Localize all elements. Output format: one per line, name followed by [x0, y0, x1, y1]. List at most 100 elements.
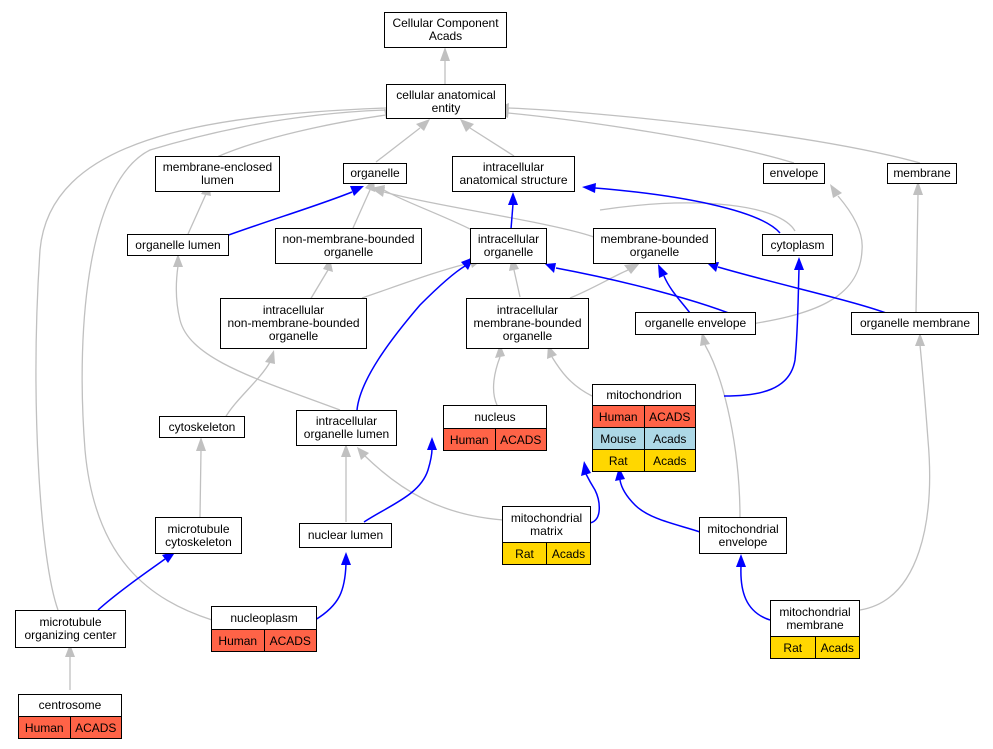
edge [599, 202, 796, 232]
edge [619, 479, 701, 533]
species-cell: Rat [608, 453, 628, 468]
node-label: organelle lumen [128, 235, 228, 255]
node-label-line: organelle envelope [644, 316, 747, 330]
edge [915, 193, 919, 314]
node-label: organelle envelope [636, 313, 755, 334]
edge [35, 107, 387, 611]
species-cell: Human [24, 720, 64, 735]
node-label-line: intracellular [496, 303, 559, 317]
node-label-line: anatomical structure [459, 173, 568, 187]
gene-cell: ACADS [263, 630, 317, 651]
species-cell: Mouse [600, 431, 637, 446]
edge [717, 266, 887, 314]
node-label-text: organelle envelope [645, 317, 746, 330]
node-label-text: mitochondrion [606, 388, 681, 402]
node-label: membrane [888, 164, 956, 183]
node-label-text: membrane [893, 167, 950, 180]
node-label-line: organelle [483, 245, 534, 259]
arrowhead [162, 551, 176, 563]
node-label-text: nuclear lumen [308, 529, 383, 542]
node-label: mitochondrion [593, 385, 695, 405]
species-cell: Human [598, 409, 638, 424]
node-membrane: membrane [887, 163, 957, 184]
node-label-text: centrosome [39, 699, 102, 712]
node-label-text: cytoplasm [770, 238, 824, 252]
arrowhead [416, 119, 430, 131]
arrowhead [736, 554, 746, 567]
edge [361, 262, 471, 299]
node-label-line: nuclear lumen [307, 528, 384, 542]
arrowhead [341, 444, 351, 457]
arrowhead [581, 461, 591, 476]
node-label: cytoskeleton [160, 417, 244, 437]
node-label-text: nucleus [474, 409, 516, 424]
edge [97, 558, 166, 611]
node-label: cytoplasm [763, 235, 832, 255]
edge [356, 265, 466, 411]
edge [510, 203, 514, 230]
node-label-line: membrane-bounded [600, 232, 709, 246]
node-label-line: organelle lumen [303, 427, 390, 441]
node-label-line: organelle membrane [859, 316, 971, 330]
species-cell: Human [218, 633, 258, 648]
node-label-line: organizing center [24, 628, 117, 642]
node-cytoplasm: cytoplasm [762, 234, 833, 256]
node-label-line: cellular anatomical [396, 87, 496, 102]
node-label-line: organelle [268, 329, 319, 343]
arrowhead [707, 262, 719, 272]
gray-edges [35, 60, 931, 690]
arrowhead [508, 192, 518, 205]
edge [309, 269, 329, 301]
node-label-line: mitochondrial [707, 521, 779, 536]
arrowhead [196, 437, 206, 451]
node-label-line: nucleoplasm [230, 610, 298, 625]
arrowhead [460, 119, 474, 132]
annotation-row: Human ACADS [593, 405, 695, 427]
node-label-line: nucleus [474, 409, 516, 424]
edge [224, 361, 271, 419]
gene-cell: Acads [546, 543, 590, 564]
node-label-line: Acads [428, 29, 463, 43]
species-cell: Human [449, 432, 489, 447]
blue-arrowheads [162, 183, 804, 567]
arrowhead [341, 552, 351, 565]
node-label: envelope [764, 164, 824, 183]
node-label-line: non-membrane-bounded [282, 232, 415, 246]
edge [383, 191, 595, 238]
gene-cell: ACADS [643, 406, 696, 427]
node-label-line: entity [431, 100, 461, 115]
node-label-line: membrane [786, 617, 844, 632]
arrowhead [830, 184, 842, 198]
arrowhead [615, 467, 625, 481]
node-label-line: organelle lumen [135, 237, 221, 252]
arrowhead [913, 181, 923, 195]
edge [744, 195, 863, 326]
arrowhead [582, 183, 596, 193]
edge [469, 127, 515, 157]
node-label-line: Cellular Component [392, 16, 499, 30]
